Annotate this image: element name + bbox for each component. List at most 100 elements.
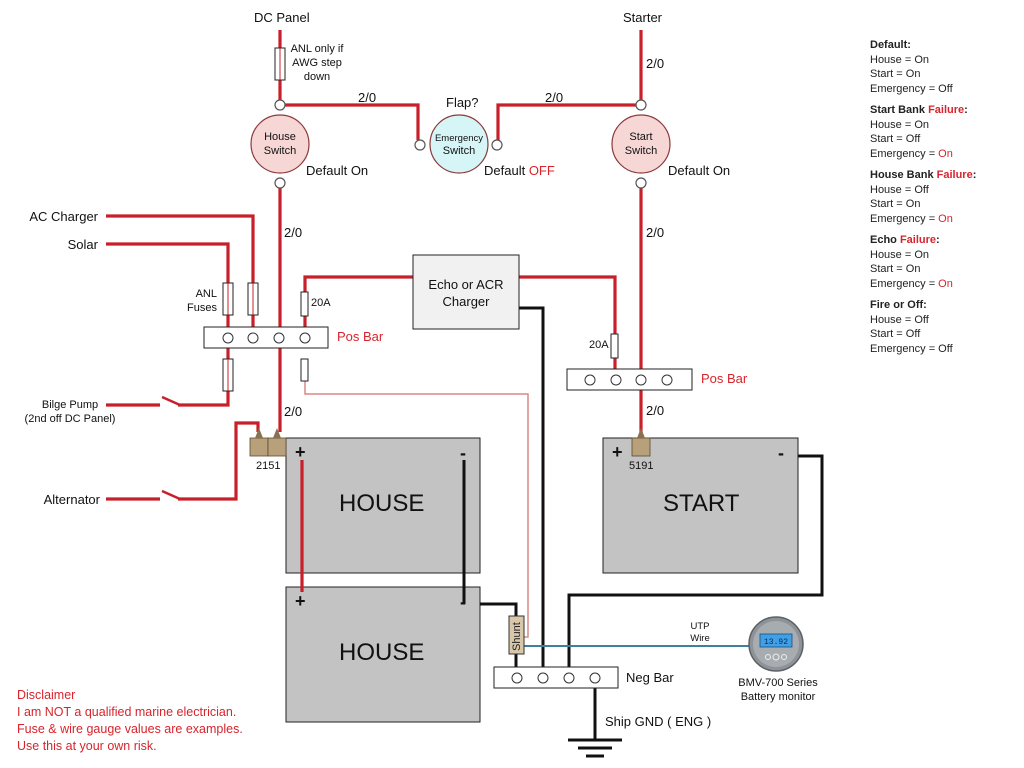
wire-house-to-emergency: [285, 103, 420, 140]
pos-bar-start-label: Pos Bar: [701, 371, 748, 386]
legend-line: House = Off: [870, 183, 929, 196]
emergency-switch[interactable]: [429, 114, 489, 174]
default-value: OFF: [528, 163, 555, 178]
house-battery-2[interactable]: [285, 586, 481, 723]
house-switch-label: House Switch: [250, 130, 310, 158]
wire-solar: [106, 242, 230, 328]
utp-line: Wire: [690, 633, 710, 644]
legend-line: House = On: [870, 118, 930, 131]
wire-start-neg: [567, 454, 824, 668]
emergency-switch-terminal-right: [491, 139, 503, 151]
ship-gnd-label: Ship GND ( ENG ): [605, 714, 712, 729]
anl-fuses-line: Fuses: [187, 302, 217, 314]
legend-group: Start Bank Failure: House = On Start = Off…: [870, 103, 976, 161]
fuse-20a-label: 20A: [311, 297, 331, 309]
legend-group-title: Default:: [870, 39, 911, 51]
charger-name-line: Echo or ACR: [428, 277, 504, 292]
default-prefix: Default: [668, 163, 713, 178]
default-value: On: [350, 163, 369, 178]
disclaimer-line: Use this at your own risk.: [17, 739, 157, 753]
pos-bar-house-label: Pos Bar: [337, 329, 384, 344]
emergency-switch-terminal-left: [414, 139, 426, 151]
house-switch-terminal-top: [274, 99, 286, 111]
start-battery[interactable]: [602, 437, 799, 574]
fuse-20a-charger-left: [300, 291, 309, 317]
anl-note: ANL only if AWG step down: [288, 42, 346, 84]
bilge-pump-switch: [161, 395, 181, 407]
disclaimer-line: I am NOT a qualified marine electrician.: [17, 705, 237, 719]
echo-charger-box[interactable]: [412, 254, 520, 330]
bmv-screen: [759, 633, 793, 648]
house-battery-1[interactable]: [285, 437, 481, 574]
terminal-2151-label: 2151: [256, 460, 281, 472]
house-2-plus: +: [295, 591, 306, 611]
utp-line: UTP: [690, 621, 710, 632]
start-switch-default: Default On: [668, 163, 730, 178]
legend-line: Emergency = On: [870, 277, 953, 290]
emergency-switch-default: Default OFF: [484, 163, 555, 178]
bmv-line: Battery monitor: [740, 691, 816, 703]
house-1-plus: +: [295, 442, 306, 462]
terminal-5191-label: 5191: [629, 460, 654, 472]
start-plus: +: [612, 442, 623, 462]
anl-fuses-label: ANL Fuses: [170, 287, 217, 315]
bilge-pump-line: (2nd off DC Panel): [24, 413, 116, 425]
svg-text:13.92: 13.92: [764, 638, 788, 647]
ac-charger-label: AC Charger: [29, 209, 98, 224]
wire-alternator: [106, 421, 260, 501]
disclaimer-line: Disclaimer: [17, 688, 76, 702]
legend-group-title: House Bank Failure:: [870, 169, 977, 181]
pos-bar-house[interactable]: [203, 326, 329, 349]
wire-emergency-to-start: [496, 103, 636, 140]
starter-label: Starter: [623, 10, 663, 25]
pos-bar-start[interactable]: [566, 368, 693, 391]
legend-line: Start = On: [870, 263, 921, 275]
emergency-switch-label: Emergency Switch: [429, 132, 489, 158]
legend-line: Start = Off: [870, 133, 921, 145]
gauge-label: 2/0: [284, 404, 303, 419]
disclaimer-line: Fuse & wire gauge values are examples.: [17, 722, 243, 736]
charger-name-line: Charger: [442, 294, 490, 309]
anl-fuses-line: ANL: [195, 288, 217, 300]
anl-note-line: AWG step: [292, 57, 342, 69]
anl-note-line: ANL only if: [290, 43, 344, 55]
start-switch-terminal-top: [635, 99, 647, 111]
gauge-label: 2/0: [358, 90, 377, 105]
bmv-label: BMV-700 Series Battery monitor: [728, 676, 828, 704]
house-switch-terminal-bottom: [274, 177, 286, 189]
legend-group-title: Start Bank Failure:: [870, 104, 968, 116]
wire-charger-neg: [519, 306, 545, 668]
start-switch-terminal-bottom: [635, 177, 647, 189]
neg-bar[interactable]: [493, 666, 619, 689]
dc-panel-label: DC Panel: [254, 10, 310, 25]
default-prefix: Default: [484, 163, 529, 178]
wire-house-neg-to-shunt: [480, 602, 518, 616]
house-1-minus: -: [460, 443, 466, 463]
switch-state-legend: Default: House = On Start = On Emergency = …: [870, 38, 976, 363]
default-value: On: [712, 163, 731, 178]
legend-line: Start = On: [870, 198, 921, 210]
terminal-block-2151: [249, 428, 287, 457]
bmv-line: BMV-700 Series: [738, 677, 818, 689]
switch-name-line: Switch: [263, 145, 297, 157]
switch-blades: [161, 395, 181, 501]
gauge-label: 2/0: [646, 403, 665, 418]
gauge-label: 2/0: [545, 90, 564, 105]
bmv-monitor[interactable]: 13.92: [748, 616, 804, 672]
house-switch[interactable]: [250, 114, 310, 174]
alternator-label: Alternator: [43, 492, 100, 507]
bilge-pump-label: Bilge Pump (2nd off DC Panel): [14, 398, 126, 426]
switch-name-line: House: [264, 131, 296, 143]
house-2-minus: -: [460, 592, 466, 612]
start-battery-label: START: [663, 490, 740, 517]
legend-line: House = Off: [870, 313, 929, 326]
start-switch[interactable]: [611, 114, 671, 174]
solar-label: Solar: [67, 237, 98, 252]
legend-line: Start = Off: [870, 328, 921, 340]
shunt[interactable]: [508, 615, 525, 655]
anl-note-line: down: [303, 71, 331, 83]
legend-line: Emergency = Off: [870, 82, 953, 95]
